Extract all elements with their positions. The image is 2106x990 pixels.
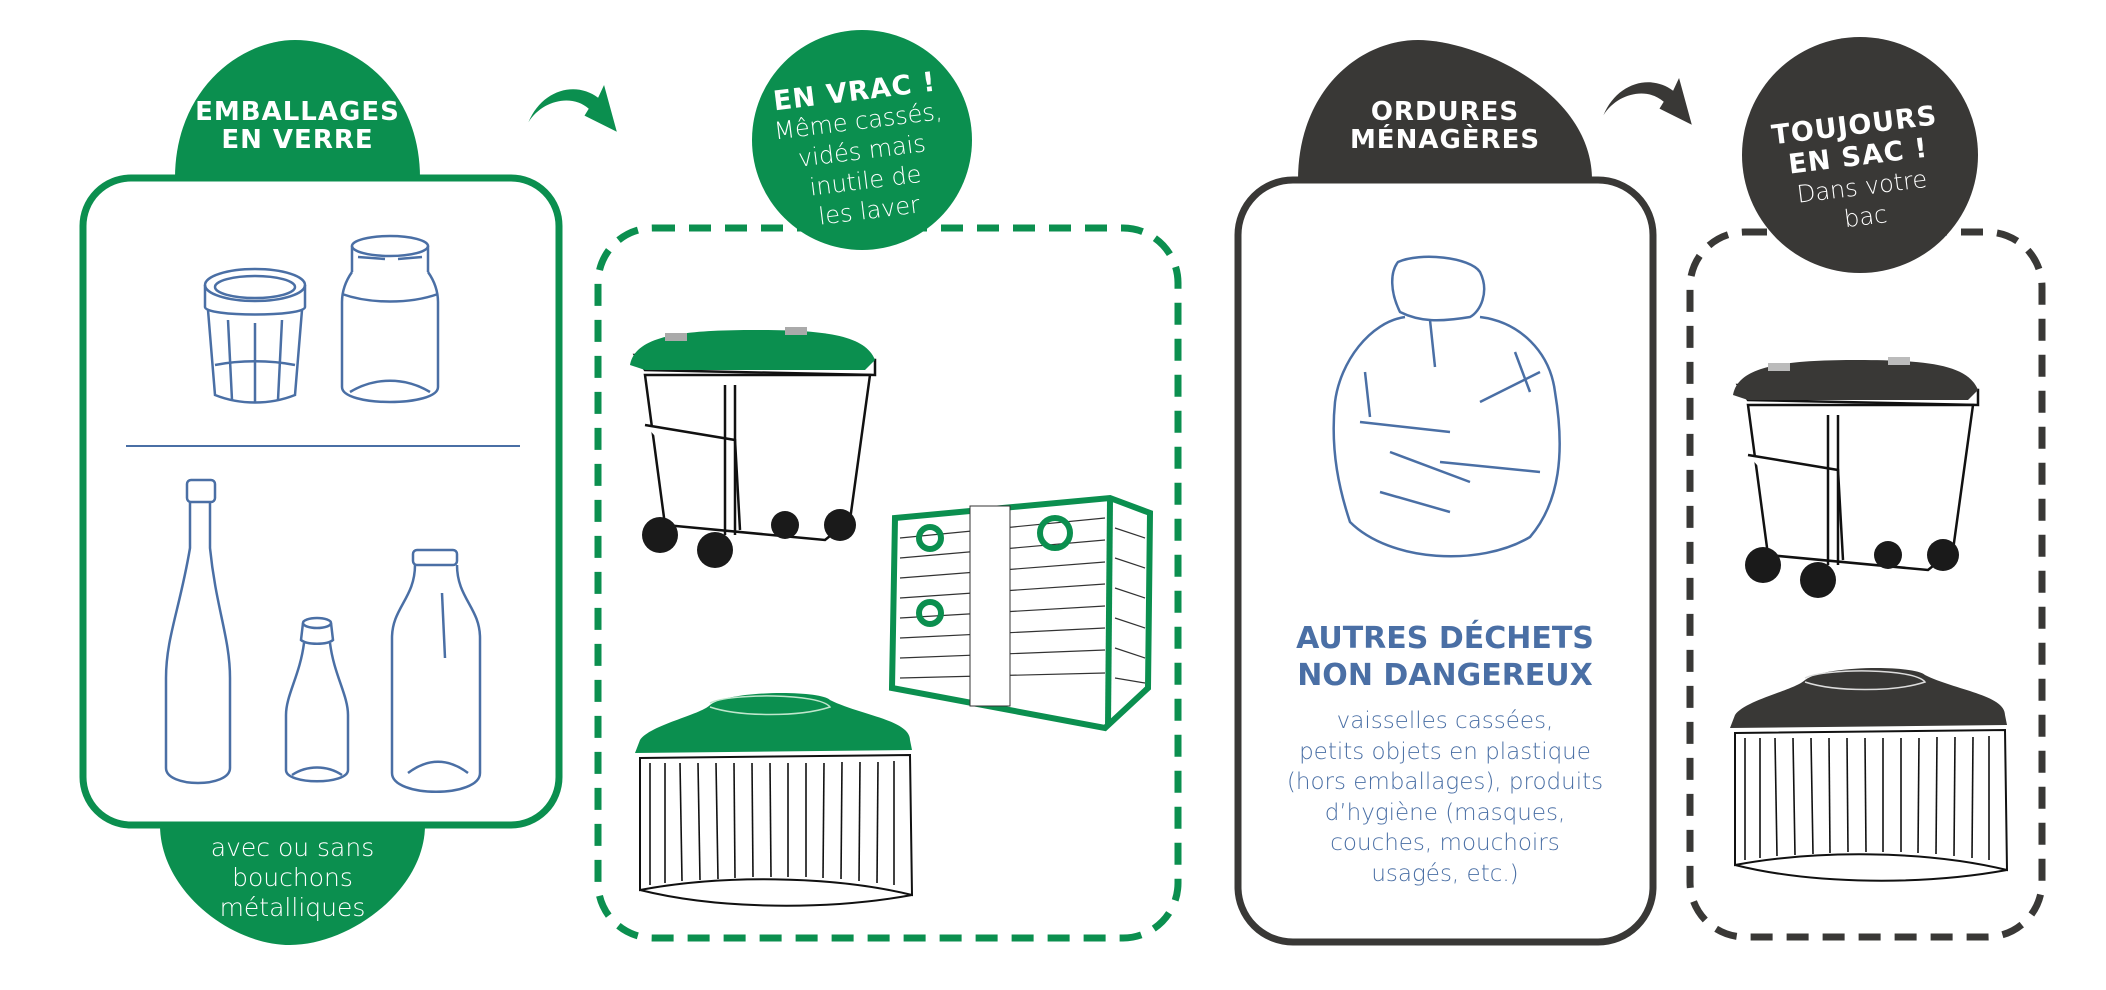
other-waste-description: vaisselles cassées, petits objets en pla… xyxy=(1245,706,1645,889)
desc-line1: vaisselles cassées, xyxy=(1336,708,1554,734)
glass-title-line1: EMBALLAGES xyxy=(195,97,400,127)
green-round-container-icon xyxy=(635,693,914,907)
other-waste-heading-line1: AUTRES DÉCHETS xyxy=(1296,621,1594,656)
green-curved-arrow-icon xyxy=(528,85,617,132)
desc-line4: d’hygiène (masques, xyxy=(1324,799,1566,826)
glass-footer-line2: bouchons xyxy=(232,863,353,892)
dark-wheelie-bin-icon xyxy=(1733,357,1980,598)
trash-bag-icon xyxy=(1332,255,1561,558)
household-title-line1: ORDURES xyxy=(1370,97,1520,127)
glass-title-line2: EN VERRE xyxy=(221,125,374,155)
green-bin-enclosure-icon xyxy=(888,494,1154,732)
dark-curved-arrow-icon xyxy=(1603,78,1692,125)
desc-line3: (hors emballages), produits xyxy=(1286,769,1604,795)
green-wheelie-bin-icon xyxy=(630,327,877,568)
small-bottle-icon xyxy=(284,616,350,783)
toujours-en-sac-badge: TOUJOURS EN SAC ! Dans votre bac xyxy=(1753,98,1966,243)
other-waste-heading: AUTRES DÉCHETS NON DANGEREUX xyxy=(1245,620,1645,694)
glass-footer-line1: avec ou sans xyxy=(210,833,375,862)
dark-round-container-icon xyxy=(1730,668,2009,882)
desc-line2: petits objets en plastique xyxy=(1299,738,1591,765)
household-title-line2: MÉNAGÈRES xyxy=(1349,125,1541,155)
glass-footer-line3: métalliques xyxy=(219,893,366,922)
wine-bottle-icon xyxy=(164,478,232,785)
glass-jar-icon xyxy=(340,234,440,404)
household-title: ORDURES MÉNAGÈRES xyxy=(1298,98,1592,154)
desc-line5: couches, mouchoirs xyxy=(1330,830,1560,856)
desc-line6: usagés, etc.) xyxy=(1371,860,1519,887)
milk-bottle-icon xyxy=(390,548,482,793)
glass-title: EMBALLAGES EN VERRE xyxy=(175,98,420,154)
jam-jar-icon xyxy=(203,267,307,404)
other-waste-heading-line2: NON DANGEREUX xyxy=(1297,658,1593,693)
glass-footer-note: avec ou sans bouchons métalliques xyxy=(160,833,425,923)
